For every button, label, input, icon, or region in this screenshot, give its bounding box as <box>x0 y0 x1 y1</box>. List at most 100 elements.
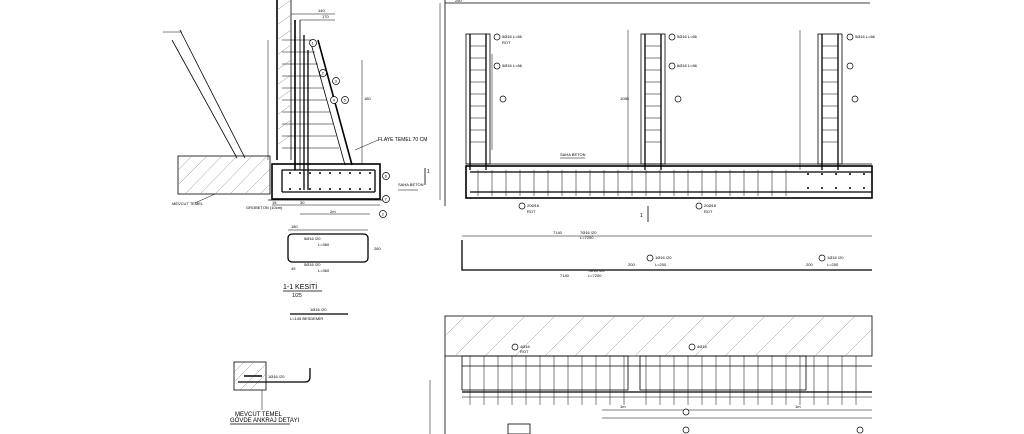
svg-text:5Ø16 L=66: 5Ø16 L=66 <box>855 34 876 39</box>
wall-hatch <box>276 0 292 146</box>
svg-text:7: 7 <box>385 197 388 202</box>
ankraj-title-1: MEVCUT TEMEL <box>235 412 282 418</box>
anchorage-detail: 1Ø16 /20 MEVCUT TEMEL GÖVDE ANKRAJ DETAY… <box>230 361 311 425</box>
marker-6 <box>379 210 387 218</box>
marker-col1-c <box>499 95 507 103</box>
svg-text:5Ø16 L=66: 5Ø16 L=66 <box>677 34 698 39</box>
svg-text:4Ø16: 4Ø16 <box>697 344 708 349</box>
svg-text:L=145 BESDEMİR: L=145 BESDEMİR <box>290 316 323 321</box>
svg-text:7140: 7140 <box>553 230 563 235</box>
svg-text:7Ø16 /20: 7Ø16 /20 <box>580 230 597 235</box>
svg-text:ROT: ROT <box>502 40 511 45</box>
svg-text:1Ø16 /20: 1Ø16 /20 <box>268 374 285 379</box>
svg-text:SAHA BETON: SAHA BETON <box>560 152 586 157</box>
svg-text:L=7200: L=7200 <box>588 273 602 278</box>
svg-text:1: 1 <box>640 213 643 219</box>
svg-text:180: 180 <box>291 224 298 229</box>
bar-schedule-right: 7140 7Ø16 /20 L=7200 1Ø16 /20 200 L=200 … <box>461 230 872 278</box>
svg-text:1Ø16 /20: 1Ø16 /20 <box>655 255 672 260</box>
svg-text:7140: 7140 <box>560 273 570 278</box>
svg-text:1Ø16 /20: 1Ø16 /20 <box>827 255 844 260</box>
plan-slab <box>444 315 873 357</box>
svg-text:1080: 1080 <box>620 96 630 101</box>
svg-text:L=200: L=200 <box>655 262 667 267</box>
column-3: 5Ø16 L=66 <box>799 30 876 170</box>
marker-plan-d <box>856 426 864 434</box>
wall-elevation: 250 5Ø16 L=66 ROT 5Ø16 L=66 <box>439 0 876 222</box>
svg-text:L=200: L=200 <box>827 262 839 267</box>
section-title: 1-1 KESİTİ <box>283 282 317 291</box>
svg-text:15: 15 <box>272 200 277 205</box>
marker-col3-b <box>846 62 854 70</box>
svg-text:5Ø16 L=66: 5Ø16 L=66 <box>502 63 523 68</box>
svg-text:5Ø16 L=66: 5Ø16 L=66 <box>502 34 523 39</box>
marker-col2-b <box>668 62 676 70</box>
marker-plan-a <box>511 343 519 351</box>
marker-bar-a <box>646 254 654 262</box>
svg-text:30: 30 <box>300 200 305 205</box>
dim-140: 140 <box>318 8 325 13</box>
existing-foundation <box>177 155 271 195</box>
marker-4 <box>330 96 338 104</box>
svg-text:4: 4 <box>333 98 336 103</box>
marker-plan-c <box>682 426 690 434</box>
beam-dots <box>807 173 865 189</box>
marker-5 <box>341 96 349 104</box>
svg-text:1m: 1m <box>795 404 801 409</box>
svg-text:L=7200: L=7200 <box>580 235 594 240</box>
svg-text:2: 2 <box>322 71 325 76</box>
column-2: 5Ø16 L=66 6Ø16 L=66 1080 <box>620 30 698 170</box>
marker-col3-c <box>851 95 859 103</box>
svg-text:5Ø16 /20: 5Ø16 /20 <box>304 236 321 241</box>
marker-beam-a <box>518 202 526 210</box>
svg-text:5: 5 <box>344 98 347 103</box>
svg-text:1: 1 <box>427 169 430 175</box>
foundation-rebar-dots <box>289 172 371 190</box>
svg-text:200: 200 <box>806 262 813 267</box>
label-flaye-temel: FLAYE TEMEL 70 CM <box>378 137 427 143</box>
marker-bar-b <box>818 254 826 262</box>
new-foundation <box>271 163 381 200</box>
marker-col1-a <box>493 33 501 41</box>
bar-schedule-left: 180 5Ø16 /20 L=360 5Ø16 /20 L=360 45 260… <box>283 224 381 321</box>
marker-col2-c <box>674 95 682 103</box>
marker-beam-b <box>695 202 703 210</box>
svg-text:45: 45 <box>291 266 296 271</box>
marker-2 <box>319 69 327 77</box>
marker-col1-b <box>493 62 501 70</box>
svg-text:6Ø16 L=66: 6Ø16 L=66 <box>677 63 698 68</box>
svg-text:ROT: ROT <box>704 209 713 214</box>
svg-text:7Ø16 /20: 7Ø16 /20 <box>588 268 605 273</box>
plan-bars <box>469 356 857 405</box>
svg-text:L=360: L=360 <box>318 268 330 273</box>
svg-text:1Ø16 /20: 1Ø16 /20 <box>310 307 327 312</box>
label-saha-beton: SAHA BETON <box>398 182 424 187</box>
svg-text:20Ø16: 20Ø16 <box>527 203 540 208</box>
svg-text:6: 6 <box>385 174 388 179</box>
base-beam <box>465 165 873 199</box>
svg-text:200: 200 <box>628 262 635 267</box>
svg-text:2: 2 <box>382 212 385 217</box>
marker-plan-b <box>688 343 696 351</box>
svg-text:5Ø16 /20: 5Ø16 /20 <box>304 262 321 267</box>
marker-8 <box>382 195 390 203</box>
marker-7 <box>382 172 390 180</box>
svg-text:4Ø16: 4Ø16 <box>520 344 531 349</box>
ankraj-title-2: GÖVDE ANKRAJ DETAYI <box>230 417 299 424</box>
dim-180: 180 <box>364 96 371 101</box>
plan-section: 4Ø16 ROT 4Ø16 1m 1m <box>429 315 873 434</box>
svg-text:ROT: ROT <box>527 209 536 214</box>
label-grobeton: GROBETON (10cm) <box>246 205 283 210</box>
dim-170: 170 <box>322 14 329 19</box>
label-mevcut-temel: MEVCUT TEMEL <box>172 201 204 206</box>
section-scale: 1/25 <box>292 293 302 299</box>
wall-section-detail: 140 170 180 1 2 3 4 5 FLAYE TEMEL 70 CM <box>163 0 430 218</box>
marker-3 <box>332 77 340 85</box>
column-1: 5Ø16 L=66 ROT 5Ø16 L=66 <box>465 33 523 170</box>
svg-text:3: 3 <box>335 79 338 84</box>
u-bar-shape <box>287 233 369 263</box>
wall-rebar-ticks <box>282 39 339 149</box>
marker-col3-a <box>846 33 854 41</box>
svg-text:1m: 1m <box>620 404 626 409</box>
svg-text:1: 1 <box>312 41 315 46</box>
